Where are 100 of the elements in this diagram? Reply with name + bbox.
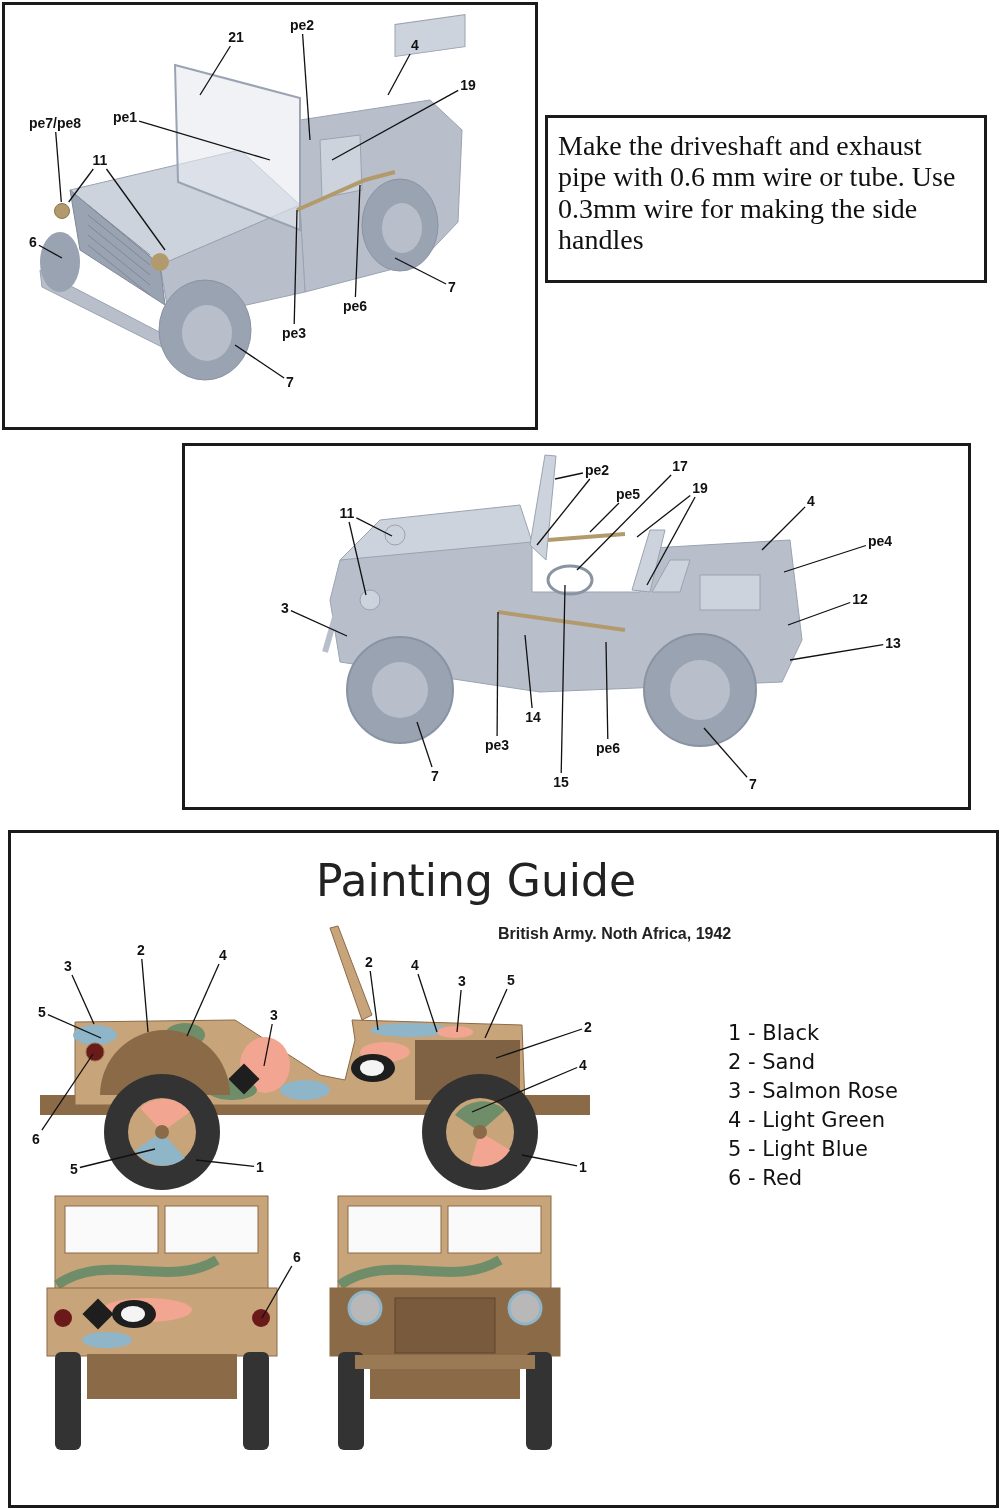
leader-line <box>605 641 609 740</box>
callout-label: 11 <box>338 505 356 521</box>
callout-label: 7 <box>748 776 758 792</box>
color-key-item: 2 - Sand <box>728 1050 816 1076</box>
callout-label: 4 <box>410 957 420 973</box>
callout-label: 5 <box>69 1161 79 1177</box>
note-text: Make the driveshaft and exhaust pipe with 0.6 mm wire or tube. Use 0.3mm wire for making the side handles <box>558 130 957 256</box>
leader-line <box>456 989 462 1033</box>
callout-label: 3 <box>63 958 73 974</box>
callout-label: 3 <box>457 973 467 989</box>
callout-label: 4 <box>218 947 228 963</box>
callout-label: 6 <box>292 1249 302 1265</box>
leader-line <box>387 53 411 96</box>
callout-label: 6 <box>31 1131 41 1147</box>
leader-line <box>195 1159 255 1168</box>
callout-label: 21 <box>227 29 245 45</box>
leader-line <box>576 474 672 571</box>
photo-panel <box>182 443 971 810</box>
color-key-item: 4 - Light Green <box>728 1108 885 1134</box>
callout-label: 12 <box>851 591 869 607</box>
callout-label: 3 <box>269 1007 279 1023</box>
leader-line <box>484 988 508 1039</box>
leader-line <box>471 1066 578 1113</box>
callout-label: 1 <box>255 1159 265 1175</box>
callout-label: 19 <box>691 480 709 496</box>
leader-line <box>301 33 311 141</box>
callout-label: 4 <box>806 493 816 509</box>
callout-label: 14 <box>524 709 542 725</box>
leader-line <box>55 131 62 203</box>
color-key-item: 6 - Red <box>728 1166 803 1192</box>
callout-label: 2 <box>364 954 374 970</box>
leader-line <box>261 1265 293 1319</box>
leader-line <box>783 544 867 573</box>
leader-line <box>199 45 232 96</box>
callout-label: 1 <box>578 1159 588 1175</box>
callout-label: 7 <box>285 374 295 390</box>
leader-line <box>79 1148 156 1169</box>
callout-label: 15 <box>552 774 570 790</box>
callout-label: 6 <box>28 234 38 250</box>
color-key-item: 5 - Light Blue <box>728 1137 868 1163</box>
leader-line <box>646 496 696 586</box>
callout-label: 3 <box>280 600 290 616</box>
note-box <box>545 115 987 283</box>
leader-line <box>369 970 379 1031</box>
callout-label: 5 <box>506 972 516 988</box>
callout-label: pe7/pe8 <box>27 115 83 131</box>
leader-line <box>536 478 591 546</box>
leader-line <box>789 643 884 661</box>
callout-label: pe6 <box>594 740 622 756</box>
callout-label: pe1 <box>111 109 139 125</box>
callout-label: 2 <box>583 1019 593 1035</box>
callout-label: 7 <box>430 768 440 784</box>
callout-label: 2 <box>136 942 146 958</box>
color-key-item: 1 - Black <box>728 1021 820 1047</box>
callout-label: pe3 <box>280 325 308 341</box>
leader-line <box>38 244 63 259</box>
callout-label: pe2 <box>288 17 316 33</box>
leader-line <box>68 168 94 203</box>
callout-label: pe6 <box>341 298 369 314</box>
leader-line <box>186 963 220 1037</box>
leader-line <box>47 1013 102 1039</box>
painting-guide-panel <box>8 830 999 1508</box>
guide-title: Painting Guide <box>314 855 638 906</box>
callout-label: 7 <box>447 279 457 295</box>
leader-line <box>636 494 691 538</box>
callout-label: pe4 <box>866 533 894 549</box>
leader-line <box>293 209 298 325</box>
leader-line <box>416 721 433 768</box>
leader-line <box>560 584 566 774</box>
callout-label: 4 <box>578 1057 588 1073</box>
leader-line <box>138 120 271 161</box>
leader-line <box>348 521 367 596</box>
leader-line <box>495 1028 583 1059</box>
leader-line <box>41 1053 94 1131</box>
leader-line <box>524 634 533 709</box>
leader-line <box>554 472 584 480</box>
leader-line <box>761 506 806 551</box>
guide-subtitle: British Army. Noth Africa, 1942 <box>498 925 732 943</box>
callout-label: 11 <box>91 152 109 168</box>
leader-line <box>141 958 149 1033</box>
headlight-part <box>54 203 70 219</box>
photo-panel <box>2 2 538 430</box>
leader-line <box>521 1154 578 1167</box>
callout-label: pe2 <box>583 462 611 478</box>
leader-line <box>331 89 459 161</box>
leader-line <box>394 257 447 285</box>
leader-line <box>71 974 95 1025</box>
leader-line <box>703 727 748 778</box>
callout-label: 4 <box>410 37 420 53</box>
callout-label: 17 <box>671 458 689 474</box>
leader-line <box>105 168 166 251</box>
callout-label: 5 <box>37 1004 47 1020</box>
leader-line <box>417 973 438 1033</box>
color-key-item: 3 - Salmon Rose <box>728 1079 898 1105</box>
callout-label: 19 <box>459 77 477 93</box>
leader-line <box>355 517 393 537</box>
leader-line <box>787 601 851 626</box>
callout-label: pe3 <box>483 737 511 753</box>
leader-line <box>496 611 499 737</box>
callout-label: 13 <box>884 635 902 651</box>
